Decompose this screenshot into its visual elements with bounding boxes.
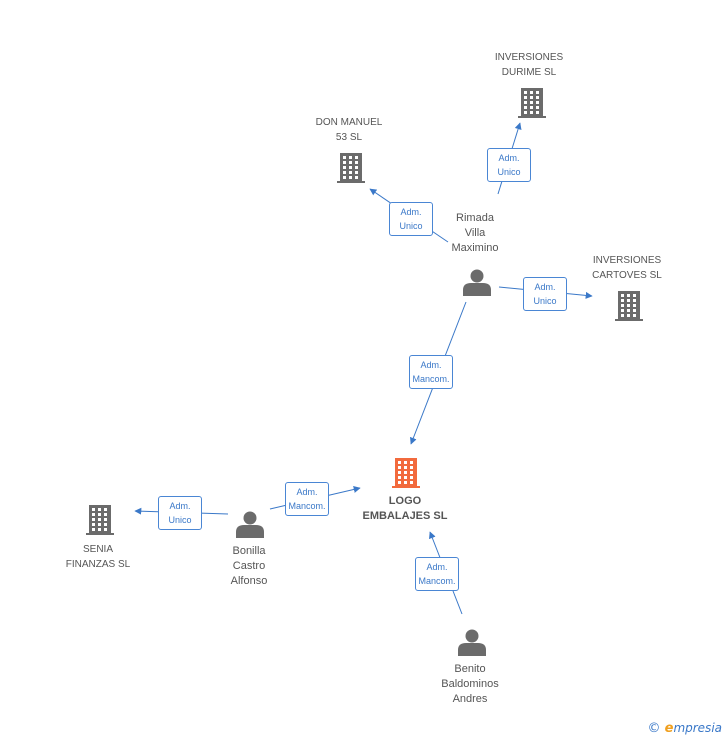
node-label-inversiones-durime[interactable]: INVERSIONES DURIME SL (494, 52, 564, 78)
edge-label-benito-to-focus[interactable]: Adm. Mancom. (415, 557, 459, 591)
node-label-don-manuel[interactable]: DON MANUEL 53 SL (315, 117, 383, 143)
copyright-symbol: © (647, 721, 661, 736)
person-icon[interactable] (458, 629, 486, 657)
person-icon[interactable] (463, 269, 491, 297)
building-icon[interactable] (615, 291, 643, 321)
node-label-bonilla[interactable]: Bonilla Castro Alfonso (230, 545, 268, 587)
empresia-logo-text: mpresia (673, 721, 722, 735)
edge-label-rimada-to-inversiones_durime[interactable]: Adm. Unico (487, 148, 531, 182)
edge-label-bonilla-to-senia_finanzas[interactable]: Adm. Unico (158, 496, 202, 530)
node-label-senia-finanzas[interactable]: SENIA FINANZAS SL (65, 544, 131, 570)
empresia-logo-e: e (664, 721, 674, 736)
node-label-inversiones-cartoves[interactable]: INVERSIONES CARTOVES SL (592, 255, 662, 281)
edge-label-rimada-to-don_manuel[interactable]: Adm. Unico (389, 202, 433, 236)
edge-label-rimada-to-inversiones_cartoves[interactable]: Adm. Unico (523, 277, 567, 311)
node-label-benito[interactable]: Benito Baldominos Andres (441, 663, 499, 705)
edge-label-bonilla-to-focus[interactable]: Adm. Mancom. (285, 482, 329, 516)
building-icon[interactable] (86, 505, 114, 535)
copyright-notice: © empresia (647, 721, 722, 736)
building-icon[interactable] (518, 88, 546, 118)
building-icon[interactable] (392, 458, 420, 488)
edge-label-rimada-to-focus[interactable]: Adm. Mancom. (409, 355, 453, 389)
person-icon[interactable] (236, 511, 264, 539)
node-label-focus[interactable]: LOGO EMBALAJES SL (362, 495, 448, 522)
node-label-rimada[interactable]: Rimada Villa Maximino (451, 212, 499, 254)
building-icon[interactable] (337, 153, 365, 183)
